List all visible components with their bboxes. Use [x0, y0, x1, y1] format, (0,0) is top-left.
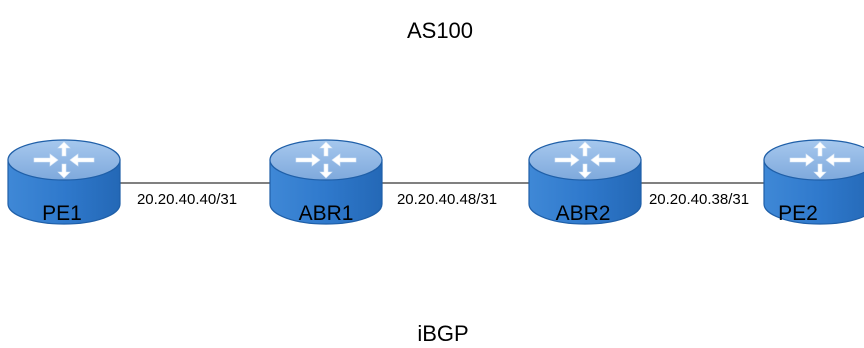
router-label-pe2: PE2 [778, 202, 818, 225]
router-label-pe1: PE1 [42, 202, 82, 225]
router-label-abr1: ABR1 [299, 202, 354, 225]
link-label-abr1-abr2: 20.20.40.48/31 [397, 191, 497, 208]
link-label-abr2-pe2: 20.20.40.38/31 [649, 191, 749, 208]
ibgp-label: iBGP [417, 321, 468, 346]
link-label-pe1-abr1: 20.20.40.40/31 [137, 191, 237, 208]
router-label-abr2: ABR2 [556, 202, 611, 225]
as-label: AS100 [407, 18, 473, 43]
